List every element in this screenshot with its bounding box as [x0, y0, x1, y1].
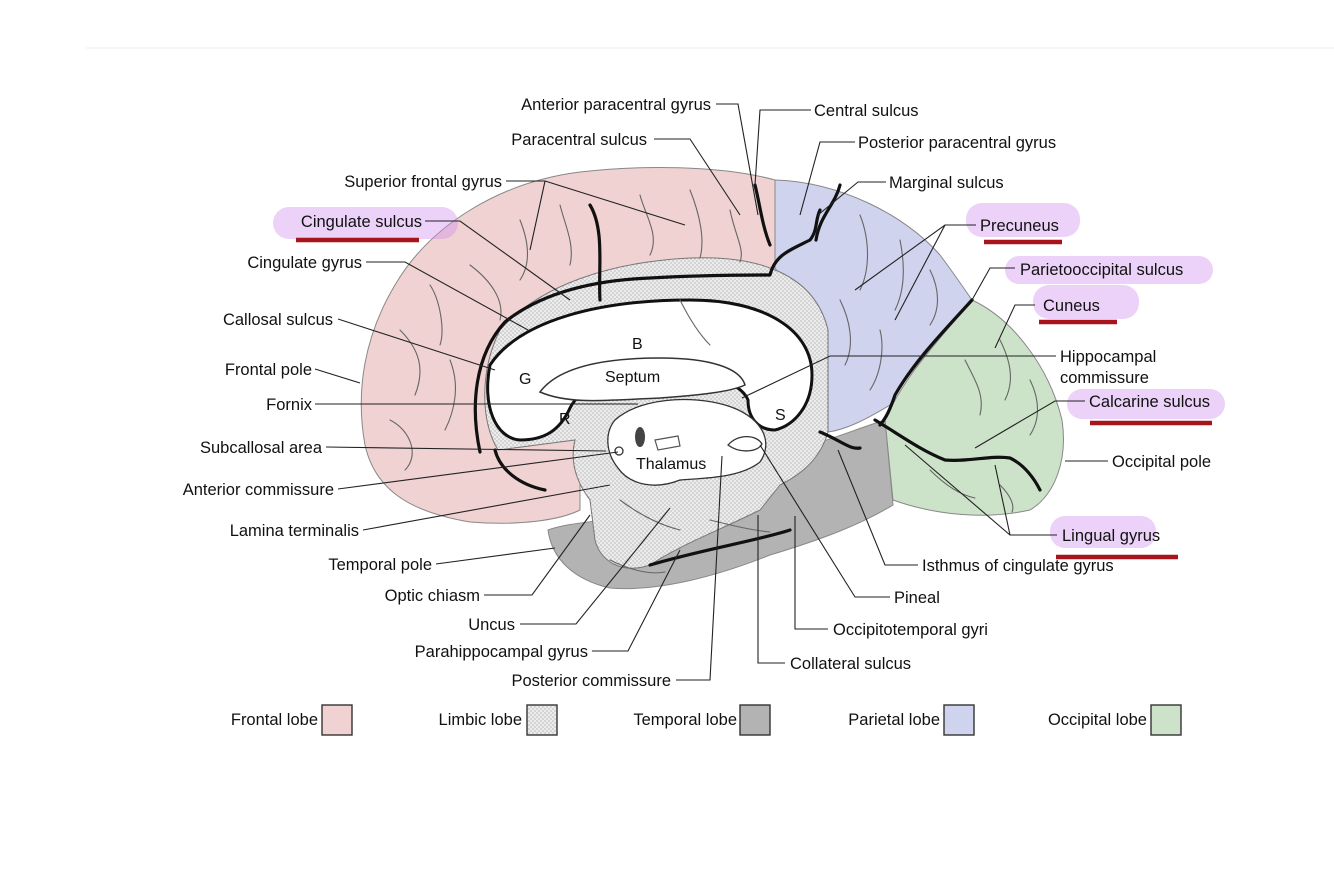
label-occipital-pole: Occipital pole — [1112, 453, 1211, 471]
legend-swatch-temporal-lobe — [739, 704, 771, 736]
legend-item-temporal-lobe: Temporal lobe — [633, 704, 771, 736]
callosal-arc-sulcus — [493, 448, 547, 492]
label-precuneus: Precuneus — [980, 217, 1059, 235]
annotation-highlights — [273, 203, 1225, 560]
legend-swatch-parietal-lobe — [943, 704, 975, 736]
label-pineal: Pineal — [894, 589, 940, 607]
legend-swatch-occipital-lobe — [1150, 704, 1182, 736]
highlight-lingual-gyrus — [1050, 516, 1156, 548]
label-collateral-sulcus: Collateral sulcus — [790, 655, 911, 673]
label-parietooccipital-sulcus: Parietooccipital sulcus — [1020, 261, 1183, 279]
label-central-sulcus: Central sulcus — [814, 102, 919, 120]
paracentral-sulcus-line — [588, 203, 602, 302]
label-occipitotemporal-gyri: Occipitotemporal gyri — [833, 621, 988, 639]
anterior-commissure-node — [614, 446, 624, 456]
label-calcarine-sulcus: Calcarine sulcus — [1089, 393, 1210, 411]
label-posterior-commissure: Posterior commissure — [511, 672, 671, 690]
highlight-cuneus — [1033, 285, 1139, 319]
label-cuneus: Cuneus — [1043, 297, 1100, 315]
leader-lines — [314, 103, 1108, 681]
diagram-labels: Anterior paracentral gyrus Central sulcu… — [183, 96, 1211, 690]
legend-label-parietal-lobe: Parietal lobe — [848, 711, 940, 729]
inner-label-r: R — [559, 411, 571, 428]
legend-swatch-limbic-lobe — [526, 704, 558, 736]
legend-item-frontal-lobe: Frontal lobe — [231, 704, 353, 736]
inner-label-thalamus: Thalamus — [636, 456, 706, 473]
label-uncus: Uncus — [468, 616, 515, 634]
label-hippocampal-commissure-line2: commissure — [1060, 369, 1149, 387]
fornix-dark-shape — [635, 427, 645, 447]
legend-label-occipital-lobe: Occipital lobe — [1048, 711, 1147, 729]
septum — [538, 357, 746, 402]
label-subcallosal-area: Subcallosal area — [200, 439, 323, 457]
calcarine-sulcus-line — [873, 418, 1042, 492]
inner-label-b: B — [632, 336, 643, 353]
label-fornix: Fornix — [266, 396, 313, 414]
legend-label-frontal-lobe: Frontal lobe — [231, 711, 318, 729]
inner-label-s: S — [775, 407, 786, 424]
temporal-boundary-sulcus — [818, 430, 862, 450]
label-anterior-paracentral-gyrus: Anterior paracentral gyrus — [521, 96, 711, 114]
label-superior-frontal-gyrus: Superior frontal gyrus — [344, 173, 502, 191]
cingulate-sulcus-line — [473, 208, 822, 454]
highlight-calcarine-sulcus — [1067, 389, 1225, 419]
inner-label-g: G — [519, 371, 531, 388]
gyral-texture — [389, 189, 1039, 574]
label-parahippocampal-gyrus: Parahippocampal gyrus — [415, 643, 588, 661]
label-marginal-sulcus: Marginal sulcus — [889, 174, 1004, 192]
central-sulcus-line — [753, 183, 772, 247]
label-cingulate-gyrus: Cingulate gyrus — [247, 254, 362, 272]
label-temporal-pole: Temporal pole — [328, 556, 432, 574]
label-lingual-gyrus: Lingual gyrus — [1062, 527, 1160, 545]
collateral-sulcus-line — [648, 528, 792, 567]
label-anterior-commissure: Anterior commissure — [183, 481, 334, 499]
label-optic-chiasm: Optic chiasm — [385, 587, 480, 605]
label-callosal-sulcus: Callosal sulcus — [223, 311, 333, 329]
legend-item-occipital-lobe: Occipital lobe — [1048, 704, 1182, 736]
label-isthmus-of-cingulate-gyrus: Isthmus of cingulate gyrus — [922, 557, 1114, 575]
legend: Frontal lobe Limbic lobe Temporal lobe P… — [231, 704, 1182, 736]
parietooccipital-sulcus-line — [878, 298, 974, 427]
brain-illustration — [360, 166, 1064, 590]
label-paracentral-sulcus: Paracentral sulcus — [511, 131, 647, 149]
legend-label-limbic-lobe: Limbic lobe — [439, 711, 522, 729]
label-frontal-pole: Frontal pole — [225, 361, 312, 379]
legend-label-temporal-lobe: Temporal lobe — [633, 711, 737, 729]
highlight-precuneus — [966, 203, 1080, 237]
marginal-sulcus-line — [814, 183, 842, 242]
thalamus-region — [607, 398, 767, 486]
pineal-body — [727, 435, 763, 452]
legend-item-parietal-lobe: Parietal lobe — [848, 704, 975, 736]
thalamus-inner-shape — [654, 435, 681, 451]
highlight-parietooccipital-sulcus — [1005, 256, 1213, 284]
highlight-cingulate-sulcus — [273, 207, 458, 239]
label-posterior-paracentral-gyrus: Posterior paracentral gyrus — [858, 134, 1056, 152]
legend-item-limbic-lobe: Limbic lobe — [439, 704, 558, 736]
legend-swatch-frontal-lobe — [321, 704, 353, 736]
label-lamina-terminalis: Lamina terminalis — [230, 522, 359, 540]
label-hippocampal-commissure-line1: Hippocampal — [1060, 348, 1156, 366]
label-cingulate-sulcus: Cingulate sulcus — [301, 213, 422, 231]
inner-label-septum: Septum — [605, 369, 660, 386]
